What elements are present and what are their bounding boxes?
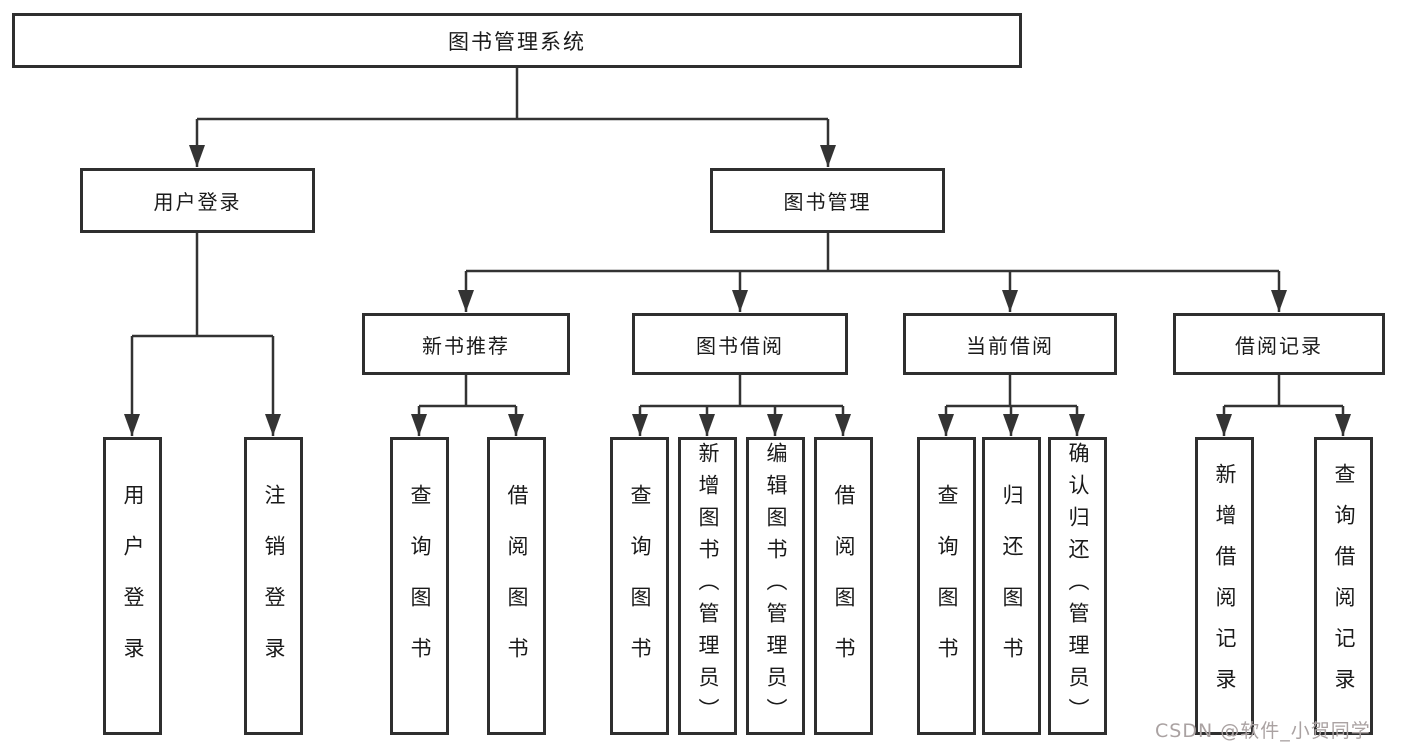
node-current-borrow: 当前借阅 xyxy=(903,313,1117,375)
leaf-confirm-return-admin: 确认归还（管理员） xyxy=(1048,437,1107,735)
leaf-label: 查询图书 xyxy=(628,484,652,688)
csdn-watermark: CSDN @软件_小贺同学 xyxy=(1155,720,1371,742)
node-label: 图书管理 xyxy=(783,190,872,214)
leaf-label: 用户登录 xyxy=(121,484,145,688)
node-label: 借阅记录 xyxy=(1235,333,1323,358)
node-book-management: 图书管理 xyxy=(710,168,945,233)
leaf-label: 查询图书 xyxy=(935,484,959,688)
leaf-query-borrow-record: 查询借阅记录 xyxy=(1314,437,1373,735)
leaf-return-books: 归还图书 xyxy=(982,437,1041,735)
leaf-label: 新增借阅记录 xyxy=(1213,463,1237,709)
leaf-label: 新增图书（管理员） xyxy=(696,442,720,730)
leaf-add-borrow-record: 新增借阅记录 xyxy=(1195,437,1254,735)
leaf-label: 查询借阅记录 xyxy=(1332,463,1356,709)
node-label: 图书管理系统 xyxy=(448,29,586,54)
node-library-management-system: 图书管理系统 xyxy=(12,13,1022,68)
leaf-label: 归还图书 xyxy=(1000,484,1024,688)
node-user-login: 用户登录 xyxy=(80,168,315,233)
node-label: 图书借阅 xyxy=(696,333,784,358)
leaf-label: 查询图书 xyxy=(408,484,432,688)
leaf-add-book-admin: 新增图书（管理员） xyxy=(678,437,737,735)
node-book-borrow: 图书借阅 xyxy=(632,313,848,375)
node-label: 用户登录 xyxy=(153,190,242,214)
leaf-label: 借阅图书 xyxy=(832,484,856,688)
leaf-label: 编辑图书（管理员） xyxy=(764,442,788,730)
leaf-edit-book-admin: 编辑图书（管理员） xyxy=(746,437,805,735)
node-new-book-recommend: 新书推荐 xyxy=(362,313,570,375)
connector-skeleton xyxy=(132,68,1343,408)
node-borrow-records: 借阅记录 xyxy=(1173,313,1385,375)
leaf-borrow-books-borrow: 借阅图书 xyxy=(814,437,873,735)
leaf-label: 借阅图书 xyxy=(505,484,529,688)
leaf-query-books-current: 查询图书 xyxy=(917,437,976,735)
node-label: 当前借阅 xyxy=(966,333,1054,358)
node-label: 新书推荐 xyxy=(422,333,510,358)
leaf-query-books-borrow: 查询图书 xyxy=(610,437,669,735)
leaf-label: 确认归还（管理员） xyxy=(1066,442,1090,730)
leaf-query-books-recommend: 查询图书 xyxy=(390,437,449,735)
leaf-label: 注销登录 xyxy=(262,484,286,688)
leaf-borrow-books-recommend: 借阅图书 xyxy=(487,437,546,735)
leaf-logout: 注销登录 xyxy=(244,437,303,735)
leaf-user-login: 用户登录 xyxy=(103,437,162,735)
